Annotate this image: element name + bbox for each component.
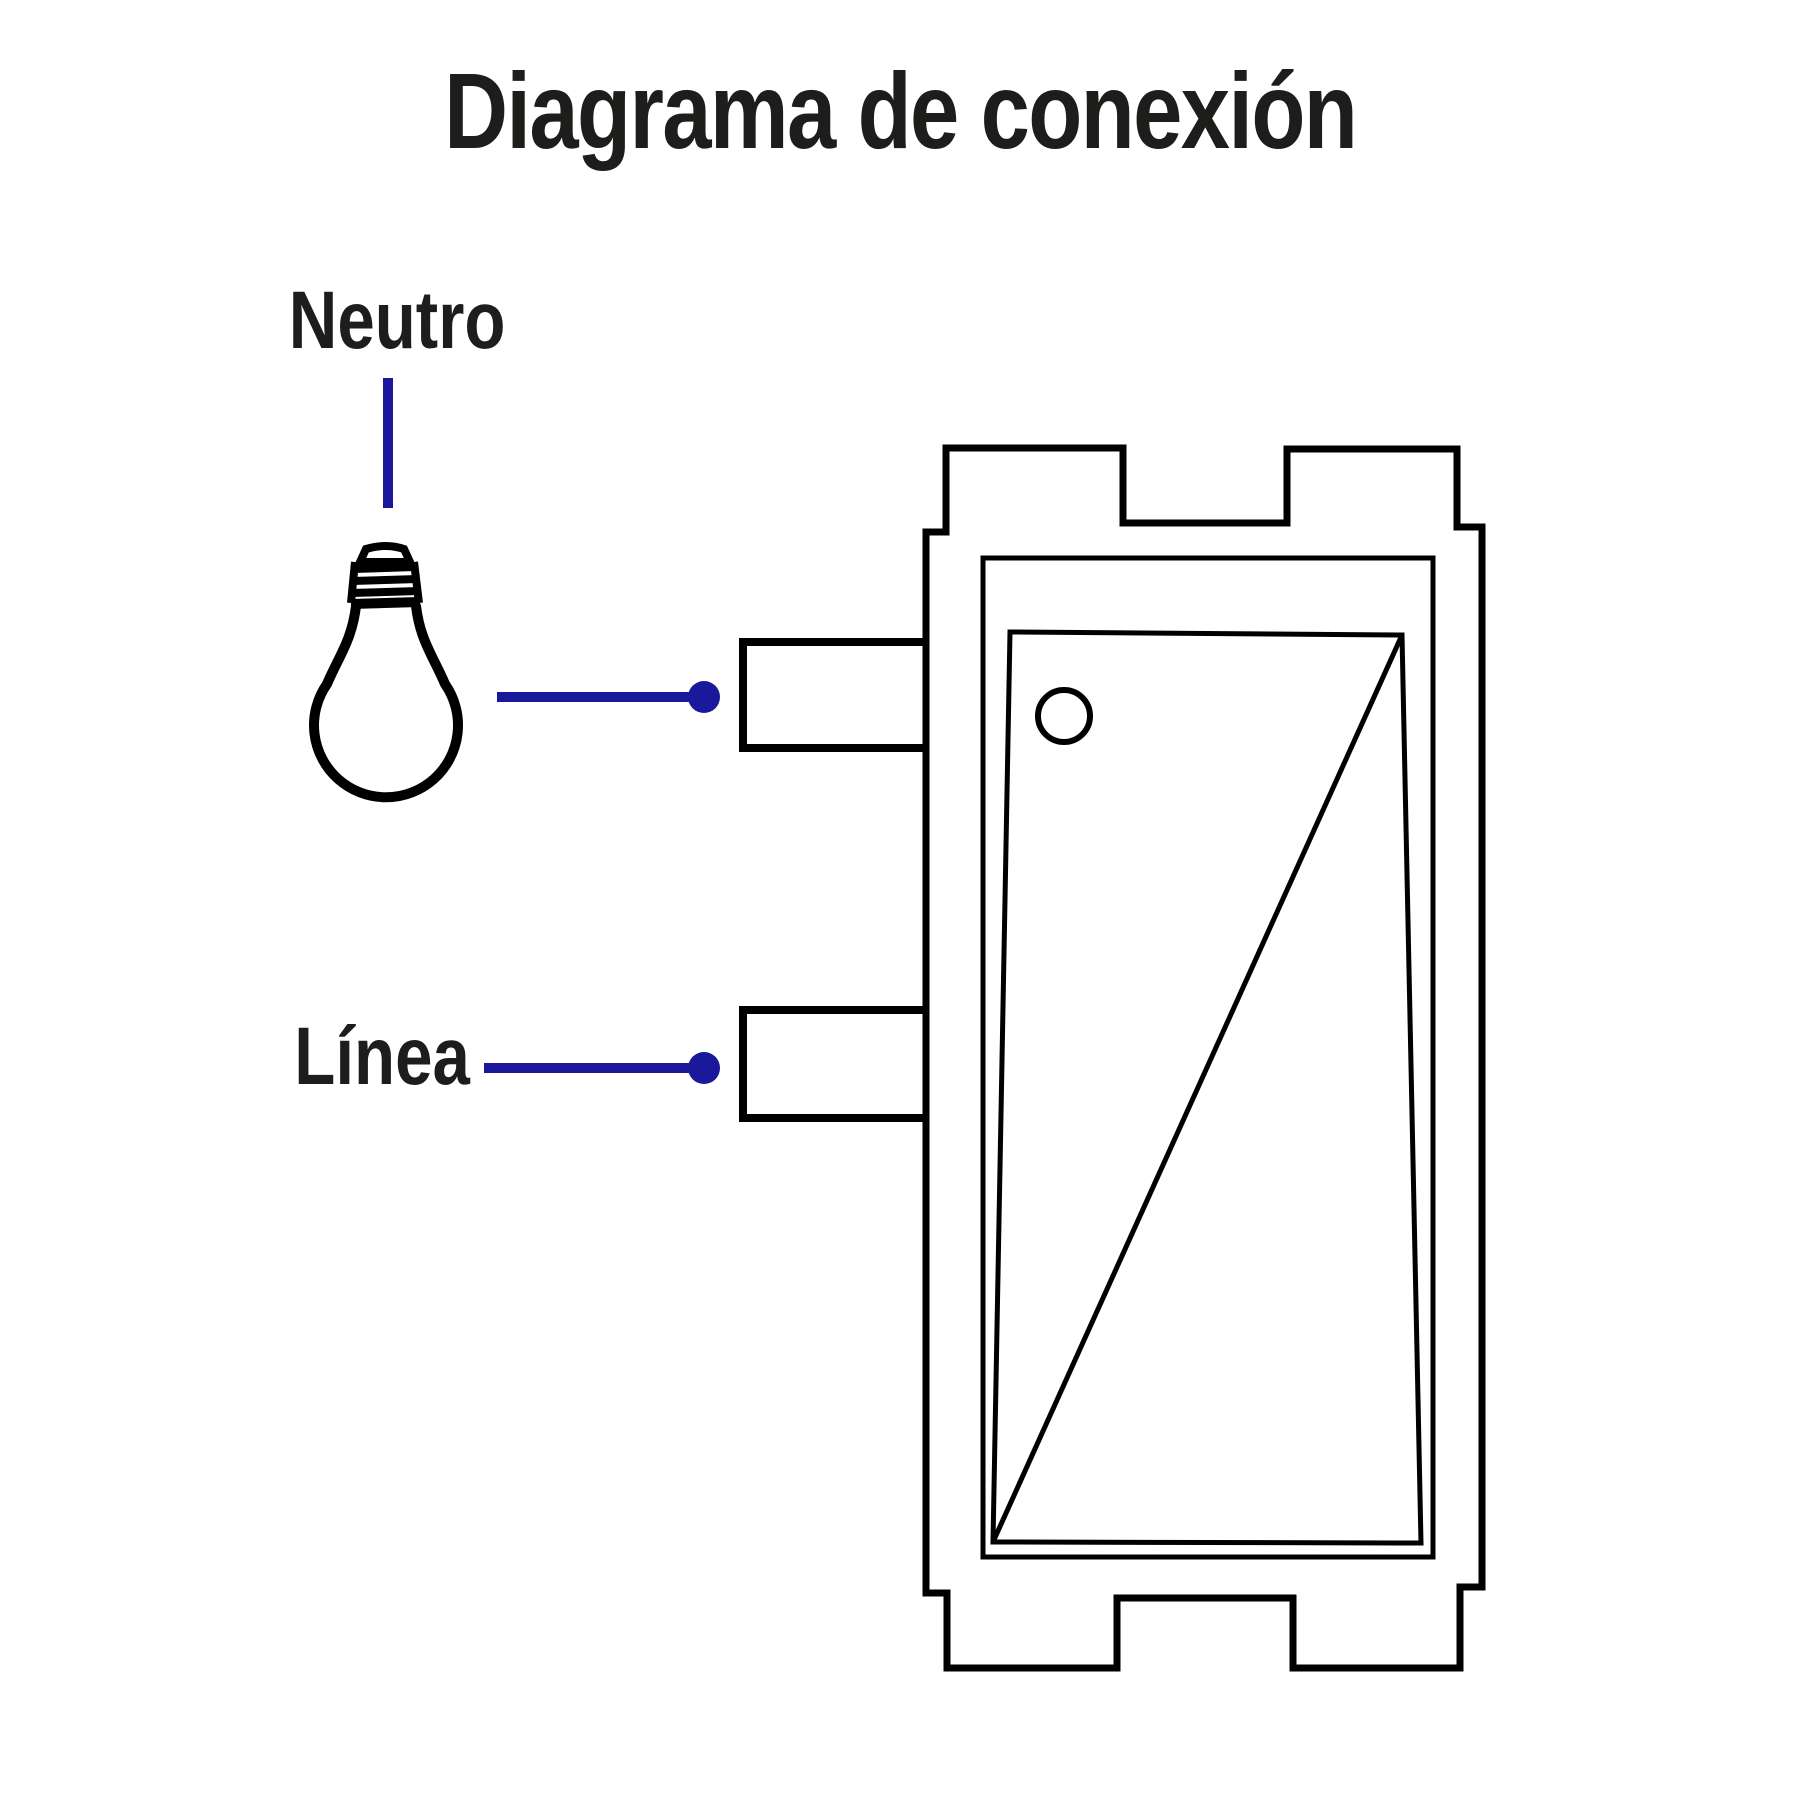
bulb-base-bottom [350, 597, 420, 609]
bulb-cap-top [353, 542, 417, 566]
rocker-paddle-outline [990, 629, 1424, 1546]
bulb-thread-2 [351, 575, 419, 585]
label-neutro: Neutro [247, 280, 547, 362]
rocker-diagonal-line [990, 633, 1405, 1544]
page-title-text: Diagrama de conexión [443, 50, 1358, 171]
bulb-thread-1 [353, 563, 416, 573]
label-neutro-text: Neutro [288, 275, 506, 366]
switch-body-outline [922, 444, 1486, 1672]
switch-inner-frame [980, 555, 1436, 1560]
bulb-glass-outline [309, 601, 463, 803]
label-linea-text: Línea [294, 1011, 470, 1102]
page-title: Diagrama de conexión [0, 50, 1800, 171]
lower-terminal-box [739, 1006, 932, 1122]
bulb-thread-3 [350, 587, 420, 597]
light-bulb-icon [309, 542, 463, 803]
neutro-connection-dot [688, 681, 720, 713]
linea-connection-dot [688, 1052, 720, 1084]
rocker-indicator-circle [1035, 687, 1093, 745]
upper-terminal-box [739, 638, 932, 752]
switch-module [739, 444, 1486, 1672]
label-linea: Línea [232, 1016, 532, 1098]
